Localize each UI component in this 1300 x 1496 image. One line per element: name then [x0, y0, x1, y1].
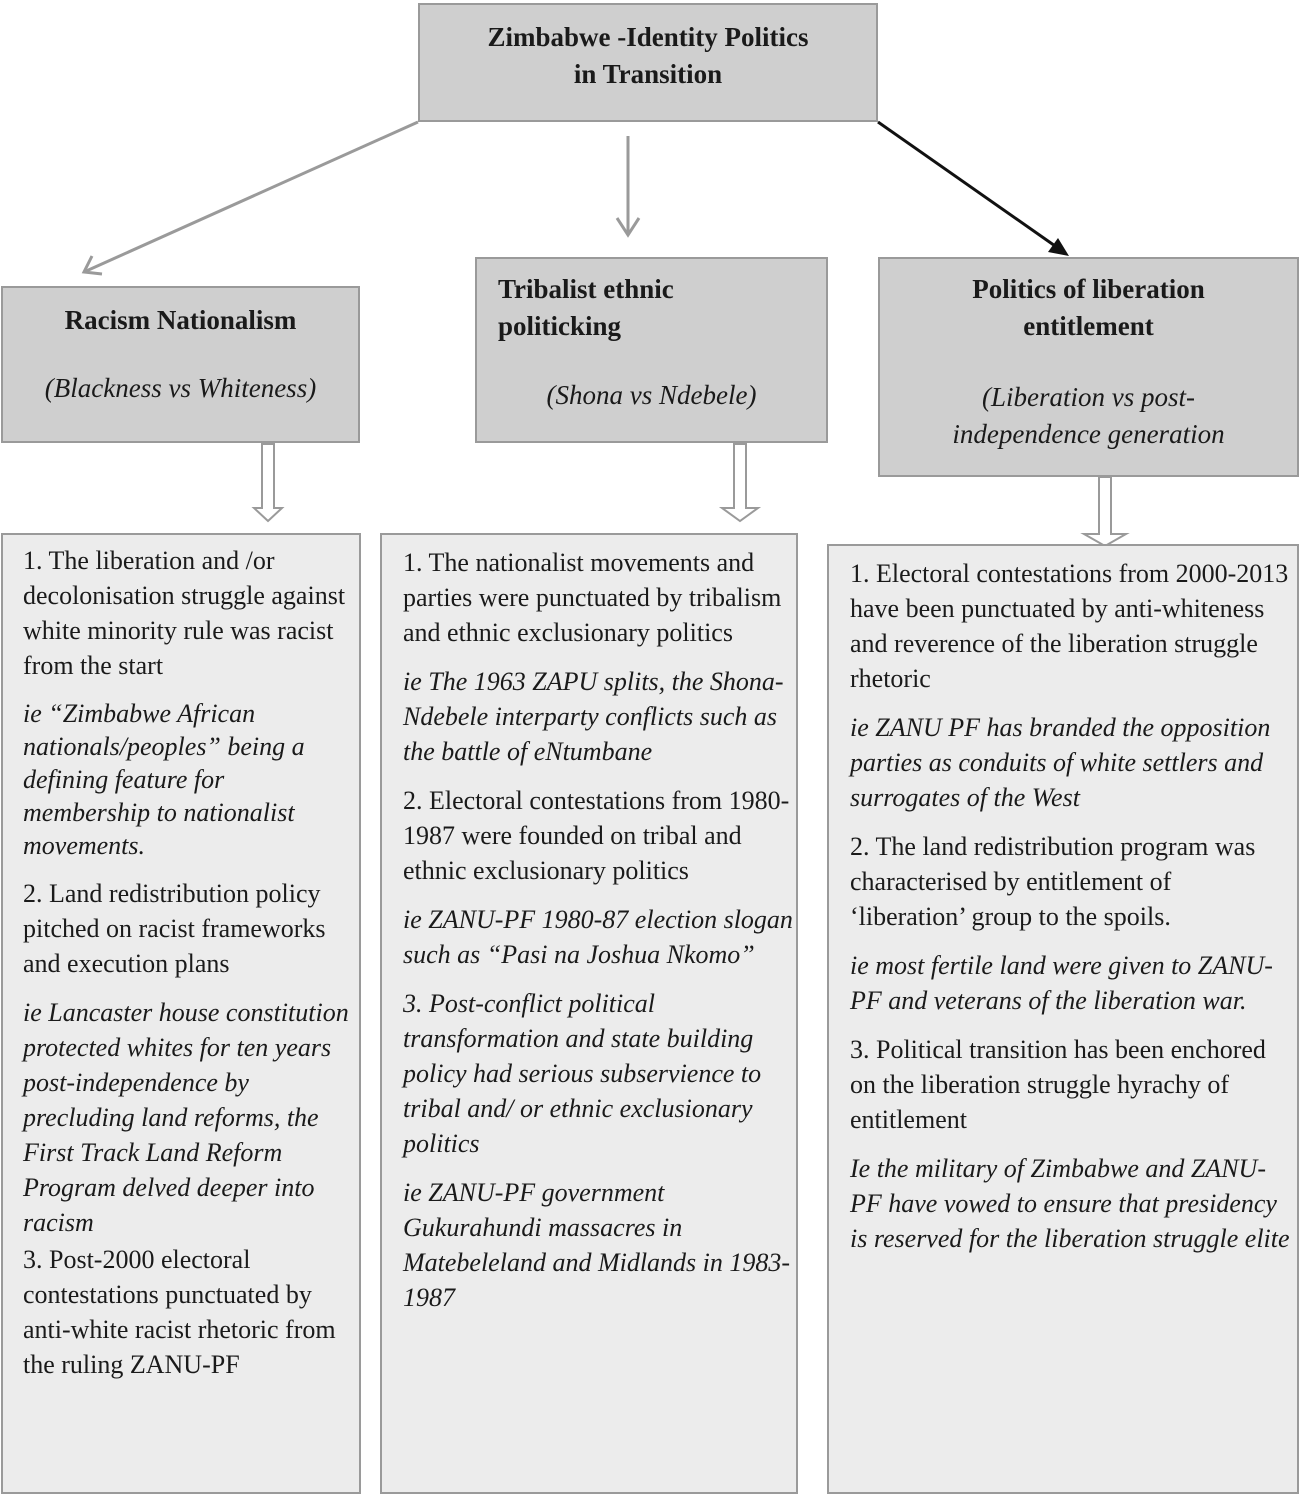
racism-point-1: 1. The liberation and /or decolonisation…: [23, 546, 346, 680]
liberation-subtitle-line-2: independence generation: [952, 419, 1225, 449]
liberation-point-3: 3. Political transition has been enchore…: [850, 1035, 1266, 1134]
liberation-point-1: 1. Electoral contestations from 2000-201…: [850, 559, 1289, 693]
tribalist-heading-line-2: politicking: [498, 311, 622, 341]
liberation-subtitle-line-1: (Liberation vs post-: [982, 382, 1195, 412]
tribalist-heading-line-1: Tribalist ethnic: [498, 274, 674, 304]
tribalist-point-2: 2. Electoral contestations from 1980-198…: [403, 786, 790, 885]
racism-details-box: 1. The liberation and /or decolonisation…: [1, 533, 361, 1494]
liberation-point-2: 2. The land redistribution program was c…: [850, 832, 1256, 931]
arrow-title-to-racism: [81, 120, 419, 276]
racism-subtitle: (Blackness vs Whiteness): [44, 373, 317, 403]
liberation-example-2: ie most fertile land were given to ZANU-…: [850, 951, 1273, 1015]
racism-heading: Racism Nationalism: [64, 305, 297, 335]
tribalist-example-1: ie The 1963 ZAPU splits, the Shona-Ndebe…: [403, 667, 784, 766]
racism-heading-box: Racism Nationalism (Blackness vs Whitene…: [1, 286, 360, 443]
liberation-details-box: 1. Electoral contestations from 2000-201…: [827, 544, 1299, 1494]
title-box: Zimbabwe -Identity Politics in Transitio…: [418, 3, 878, 122]
liberation-heading-line-1: Politics of liberation: [972, 274, 1205, 304]
liberation-example-1: ie ZANU PF has branded the opposition pa…: [850, 713, 1271, 812]
tribalist-example-2: ie ZANU-PF 1980-87 election slogan such …: [403, 905, 793, 969]
title-line-2: in Transition: [573, 59, 723, 89]
tribalist-point-3: 3. Post-conflict political transformatio…: [403, 989, 762, 1158]
arrow-title-to-tribalist: [615, 136, 641, 238]
liberation-example-3: Ie the military of Zimbabwe and ZANU-PF …: [850, 1154, 1290, 1253]
tribalist-example-3: ie ZANU-PF government Gukurahundi massac…: [403, 1178, 791, 1312]
tribalist-details-box: 1. The nationalist movements and parties…: [380, 533, 798, 1494]
tribalist-point-1: 1. The nationalist movements and parties…: [403, 548, 782, 647]
double-arrow-tribalist: [718, 443, 762, 523]
racism-example-2: ie Lancaster house constitution protecte…: [23, 998, 349, 1237]
racism-example-1: ie “Zimbabwe African nationals/peoples” …: [23, 699, 305, 860]
title-line-1: Zimbabwe -Identity Politics: [487, 22, 809, 52]
liberation-heading-line-2: entitlement: [1023, 311, 1154, 341]
racism-point-3: 3. Post-2000 electoral contestations pun…: [23, 1245, 336, 1379]
double-arrow-liberation: [1080, 476, 1130, 548]
double-arrow-racism: [251, 443, 285, 523]
liberation-heading-box: Politics of liberation entitlement (Libe…: [878, 257, 1299, 477]
arrow-title-to-liberation: [877, 120, 1069, 256]
tribalist-heading-box: Tribalist ethnic politicking (Shona vs N…: [475, 257, 828, 443]
tribalist-subtitle: (Shona vs Ndebele): [546, 380, 757, 410]
racism-point-2: 2. Land redistribution policy pitched on…: [23, 879, 326, 978]
